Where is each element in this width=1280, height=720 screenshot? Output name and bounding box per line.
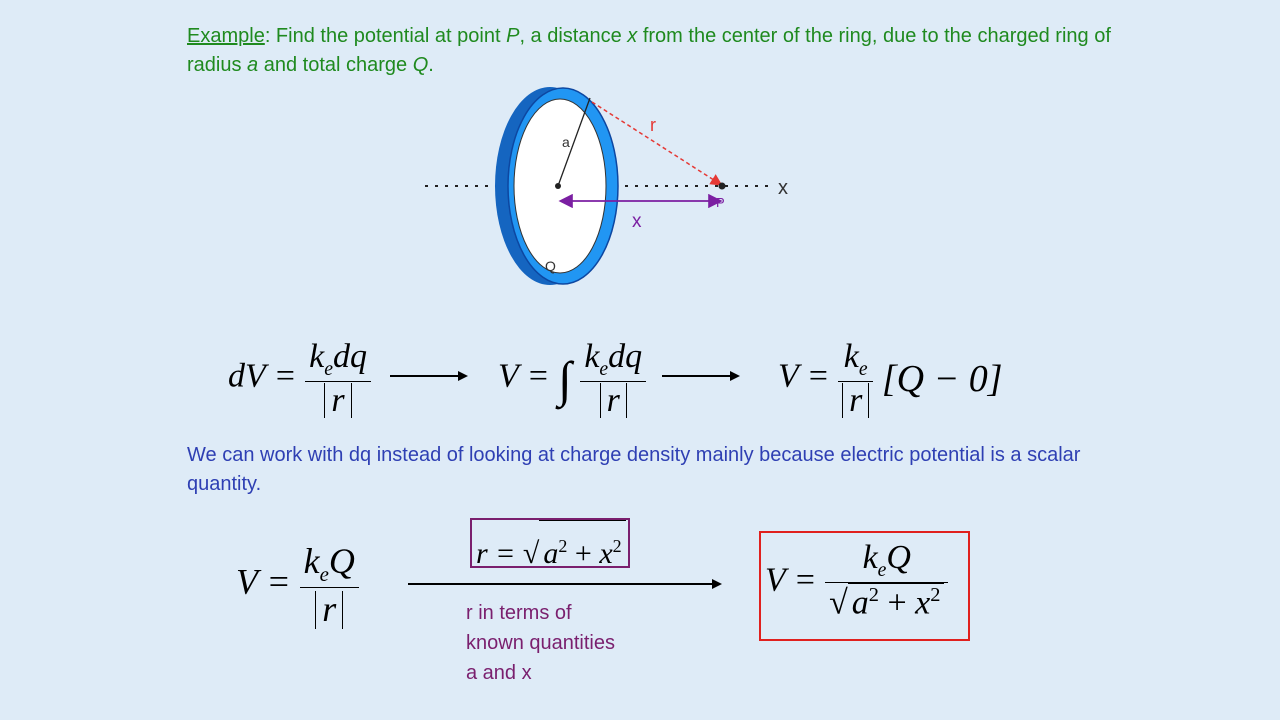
fraction: kedq r: [580, 338, 647, 420]
r-line: [591, 101, 723, 186]
label-a: a: [562, 134, 570, 150]
label-x-axis: x: [778, 177, 788, 199]
fraction: keQ r: [299, 540, 359, 630]
r-substitution-box: r = √a2 + x2: [470, 518, 630, 570]
point-p-dot: [718, 182, 726, 190]
fraction: ke r: [838, 338, 874, 420]
problem-statement: Example: Find the potential at point P, …: [187, 25, 1111, 76]
label-r: r: [650, 115, 656, 135]
equation-v-kq-r: V = keQ r: [236, 540, 359, 630]
example-label: Example: [187, 25, 265, 47]
label-q: Q: [545, 258, 556, 274]
scalar-note: We can work with dq instead of looking a…: [187, 444, 1081, 495]
arrow-1: [390, 371, 468, 381]
r-known-quantities-note: r in terms of known quantities a and x: [466, 602, 615, 684]
fraction: kedq r: [305, 338, 371, 420]
fraction: keQ √a2 + x2: [825, 539, 949, 622]
label-x-distance: x: [632, 211, 642, 232]
sqrt: √a2 + x2: [523, 520, 626, 579]
arrow-3: [408, 579, 722, 589]
final-result-box: V = keQ √a2 + x2: [759, 531, 970, 641]
ring-diagram: r a x P x Q: [425, 87, 788, 285]
equation-v-integral: V = ∫ kedq r: [498, 338, 647, 420]
equation-v-result: V = ke r [Q − 0]: [778, 338, 1003, 420]
label-p: P: [716, 195, 725, 210]
radius-line: [557, 97, 591, 187]
arrow-2: [662, 371, 740, 381]
ring-center-dot: [555, 183, 561, 189]
equation-dv: dV = kedq r: [228, 338, 371, 420]
